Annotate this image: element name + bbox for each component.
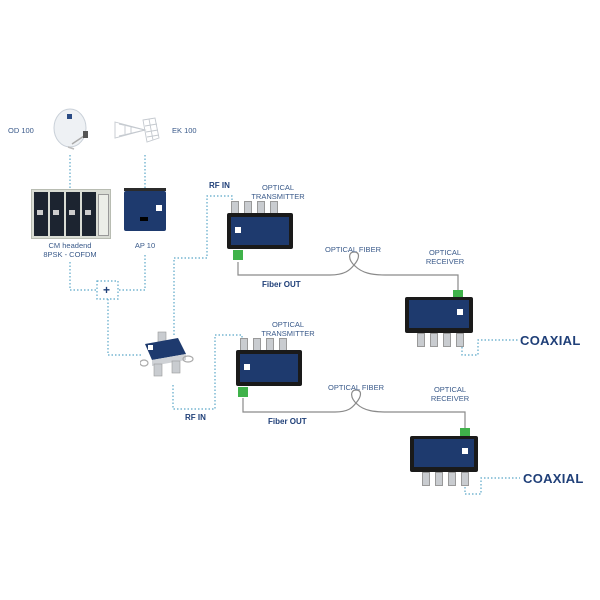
dish-label: OD 100 xyxy=(8,126,34,135)
optical-transmitter-label-2: OPTICAL TRANSMITTER xyxy=(261,320,315,338)
optical-fiber-label-2: OPTICAL FIBER xyxy=(328,383,384,392)
splitter-device xyxy=(140,331,194,377)
optical-receiver-label-1: OPTICAL RECEIVER xyxy=(425,248,465,266)
optical-receiver-label-2: OPTICAL RECEIVER xyxy=(430,385,470,403)
satellite-dish-icon xyxy=(53,108,88,150)
terrestrial-antenna-icon xyxy=(114,117,160,143)
cable-headend-to-combiner xyxy=(69,262,97,291)
combiner-plus-icon: + xyxy=(103,283,111,297)
cable-splitter-to-tx2 xyxy=(172,334,243,410)
optical-transmitter-1 xyxy=(225,201,297,251)
cable-combiner-to-splitter xyxy=(107,299,143,356)
fiber-in-connector-2 xyxy=(460,428,470,438)
optical-fiber-1 xyxy=(237,251,459,292)
cable-splitter-to-tx1 xyxy=(173,195,233,335)
coaxial-output-label-2: COAXIAL xyxy=(523,471,584,486)
antenna-label: EK 100 xyxy=(172,126,197,135)
optical-transmitter-2 xyxy=(234,338,306,388)
ap10-label: AP 10 xyxy=(134,241,156,250)
fiber-out-connector-2 xyxy=(238,387,248,397)
rf-in-label-1: RF IN xyxy=(209,181,230,190)
rf-in-label-2: RF IN xyxy=(185,413,206,422)
optical-fiber-label-1: OPTICAL FIBER xyxy=(325,245,381,254)
coaxial-output-label-1: COAXIAL xyxy=(520,333,581,348)
optical-fiber-2 xyxy=(242,389,466,432)
fiber-in-connector-1 xyxy=(453,290,463,300)
optical-transmitter-label-1: OPTICAL TRANSMITTER xyxy=(251,183,305,201)
optical-receiver-1 xyxy=(405,297,477,347)
headend-label: CM headend 8PSK - COFDM xyxy=(43,241,97,259)
fiber-out-label-2: Fiber OUT xyxy=(268,417,307,426)
cm-headend-device xyxy=(31,189,111,239)
fiber-out-label-1: Fiber OUT xyxy=(262,280,301,289)
optical-receiver-2 xyxy=(410,436,482,486)
fiber-out-connector-1 xyxy=(233,250,243,260)
ap10-amplifier-device xyxy=(124,188,166,231)
cable-ap10-to-combiner xyxy=(118,255,146,291)
